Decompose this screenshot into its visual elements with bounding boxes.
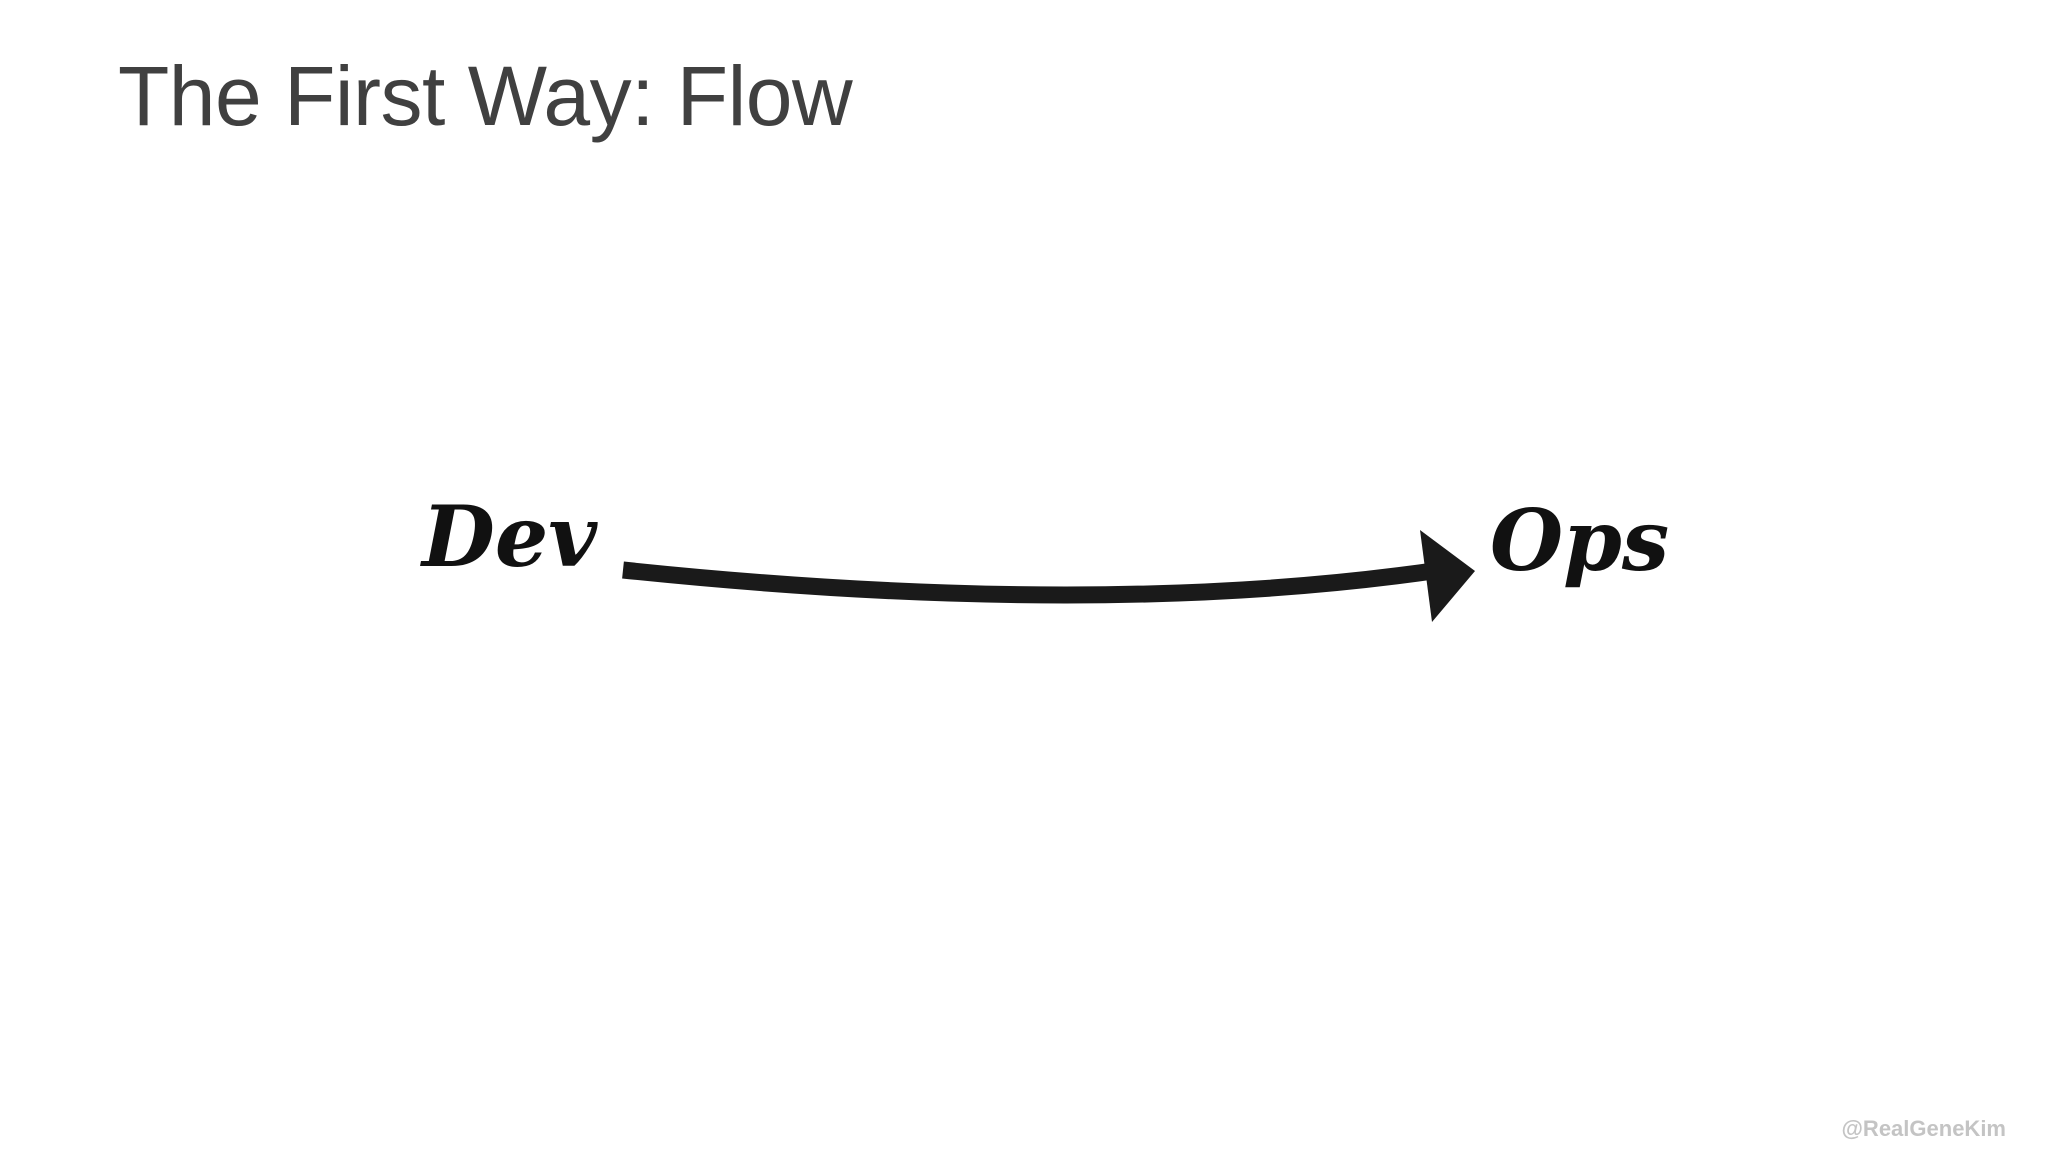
flow-arrowhead-icon bbox=[1420, 530, 1475, 622]
slide-title: The First Way: Flow bbox=[118, 49, 853, 143]
dev-label: Dev bbox=[420, 487, 598, 586]
ops-label: Ops bbox=[1490, 491, 1669, 590]
footer-handle: @RealGeneKim bbox=[1841, 1116, 2006, 1141]
flow-arrow-shaft bbox=[622, 561, 1442, 604]
